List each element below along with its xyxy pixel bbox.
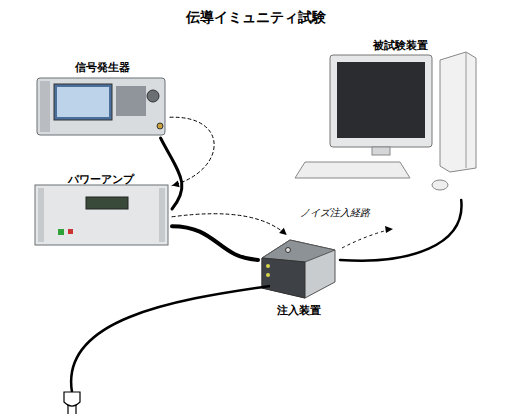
noise-path-arrow (172, 214, 287, 235)
cable (172, 226, 258, 260)
amplifier-button (58, 229, 64, 235)
device-label: パワーアンプ (30, 173, 172, 187)
pc-tower-edge (466, 52, 467, 168)
amplifier-handle (38, 188, 44, 242)
generator-keypad (116, 86, 146, 116)
power-cable (71, 286, 270, 392)
power-amplifier: パワーアンプ (30, 170, 172, 248)
injection-device: 注入装置 (258, 235, 340, 318)
amplifier-body (35, 185, 168, 245)
generator-knob (147, 90, 159, 102)
amplifier-handle (159, 188, 165, 242)
injector-connector (266, 273, 270, 277)
generator-body (37, 78, 165, 135)
generator-screen-content (57, 87, 109, 117)
diagram-title: 伝導イミュニティ試験 (0, 8, 512, 26)
mouse (432, 180, 448, 190)
generator-screen (54, 84, 112, 120)
plug-prong (75, 405, 76, 414)
amplifier-display (86, 197, 128, 209)
plug-prong (67, 405, 68, 414)
injector-knob (286, 248, 291, 253)
pc-tower (440, 52, 476, 172)
cable (161, 138, 182, 209)
keyboard (295, 162, 410, 178)
signal-generator: 信号発生器 (35, 55, 170, 138)
arrow-head (385, 226, 393, 233)
generator-output-connector (157, 123, 163, 129)
arrow-head (279, 228, 287, 235)
device-label: 信号発生器 (35, 61, 170, 75)
injector-body (262, 240, 335, 298)
generator-panel (40, 81, 50, 132)
arrow-head (172, 180, 180, 187)
noise-path-arrow (342, 230, 388, 248)
path-label: ノイズ注入経路 (300, 206, 370, 219)
injector-front (262, 258, 305, 298)
monitor-screen (337, 62, 425, 138)
power-plug (64, 392, 80, 406)
device-label: 被試験装置 (315, 39, 485, 53)
monitor-bezel (330, 55, 432, 147)
device-label: 注入装置 (258, 304, 340, 318)
device-under-test: 被試験装置 (315, 35, 485, 200)
monitor-stand (372, 147, 390, 155)
injector-connector (266, 264, 270, 268)
amplifier-button (68, 229, 73, 234)
noise-path-arrow (170, 117, 214, 185)
